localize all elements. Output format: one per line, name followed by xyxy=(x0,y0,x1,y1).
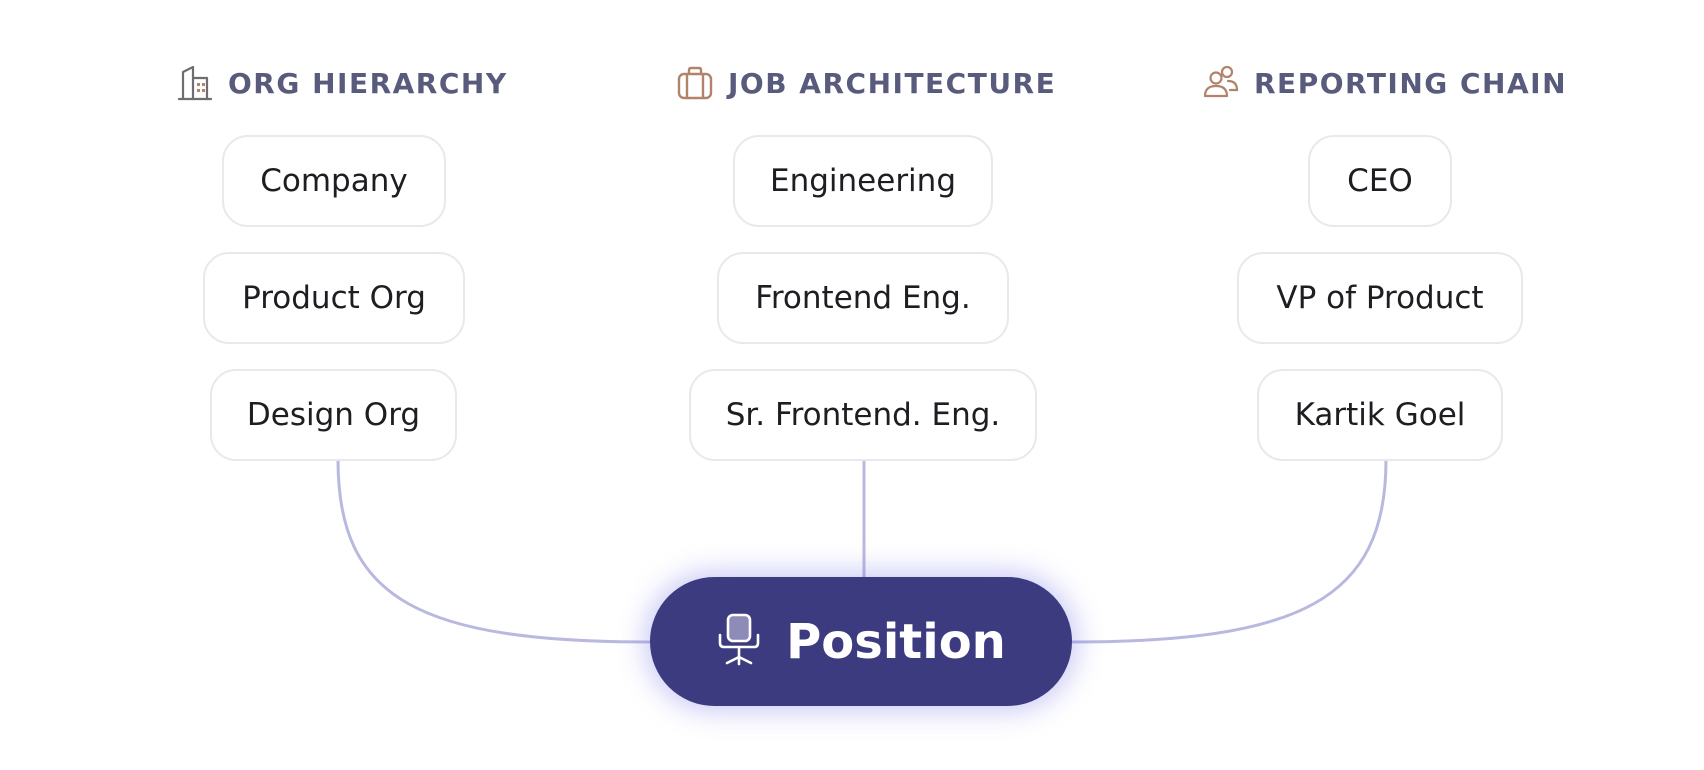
position-node[interactable]: Position xyxy=(650,577,1072,706)
briefcase-icon xyxy=(676,64,714,102)
reporting-node-vp-of-product[interactable]: VP of Product xyxy=(1237,252,1523,344)
connector-org-to-position xyxy=(336,459,653,644)
position-label: Position xyxy=(786,613,1006,670)
org-node-product-org[interactable]: Product Org xyxy=(203,252,465,344)
office-chair-icon xyxy=(716,613,762,671)
job-node-engineering[interactable]: Engineering xyxy=(733,135,993,227)
job-node-sr-frontend-eng[interactable]: Sr. Frontend. Eng. xyxy=(689,369,1037,461)
org-node-company[interactable]: Company xyxy=(222,135,446,227)
job-architecture-title: JOB ARCHITECTURE xyxy=(728,66,1057,100)
people-icon xyxy=(1202,64,1240,102)
reporting-node-kartik-goel[interactable]: Kartik Goel xyxy=(1257,369,1503,461)
reporting-node-ceo[interactable]: CEO xyxy=(1308,135,1452,227)
org-hierarchy-title: ORG HIERARCHY xyxy=(228,66,508,100)
org-hierarchy-header: ORG HIERARCHY xyxy=(176,62,508,104)
reporting-chain-title: REPORTING CHAIN xyxy=(1254,66,1567,100)
building-icon xyxy=(176,64,214,102)
reporting-chain-header: REPORTING CHAIN xyxy=(1202,62,1567,104)
job-node-frontend-eng[interactable]: Frontend Eng. xyxy=(717,252,1009,344)
job-architecture-header: JOB ARCHITECTURE xyxy=(676,62,1056,104)
org-node-design-org[interactable]: Design Org xyxy=(210,369,457,461)
connector-reporting-to-position xyxy=(1069,459,1388,644)
